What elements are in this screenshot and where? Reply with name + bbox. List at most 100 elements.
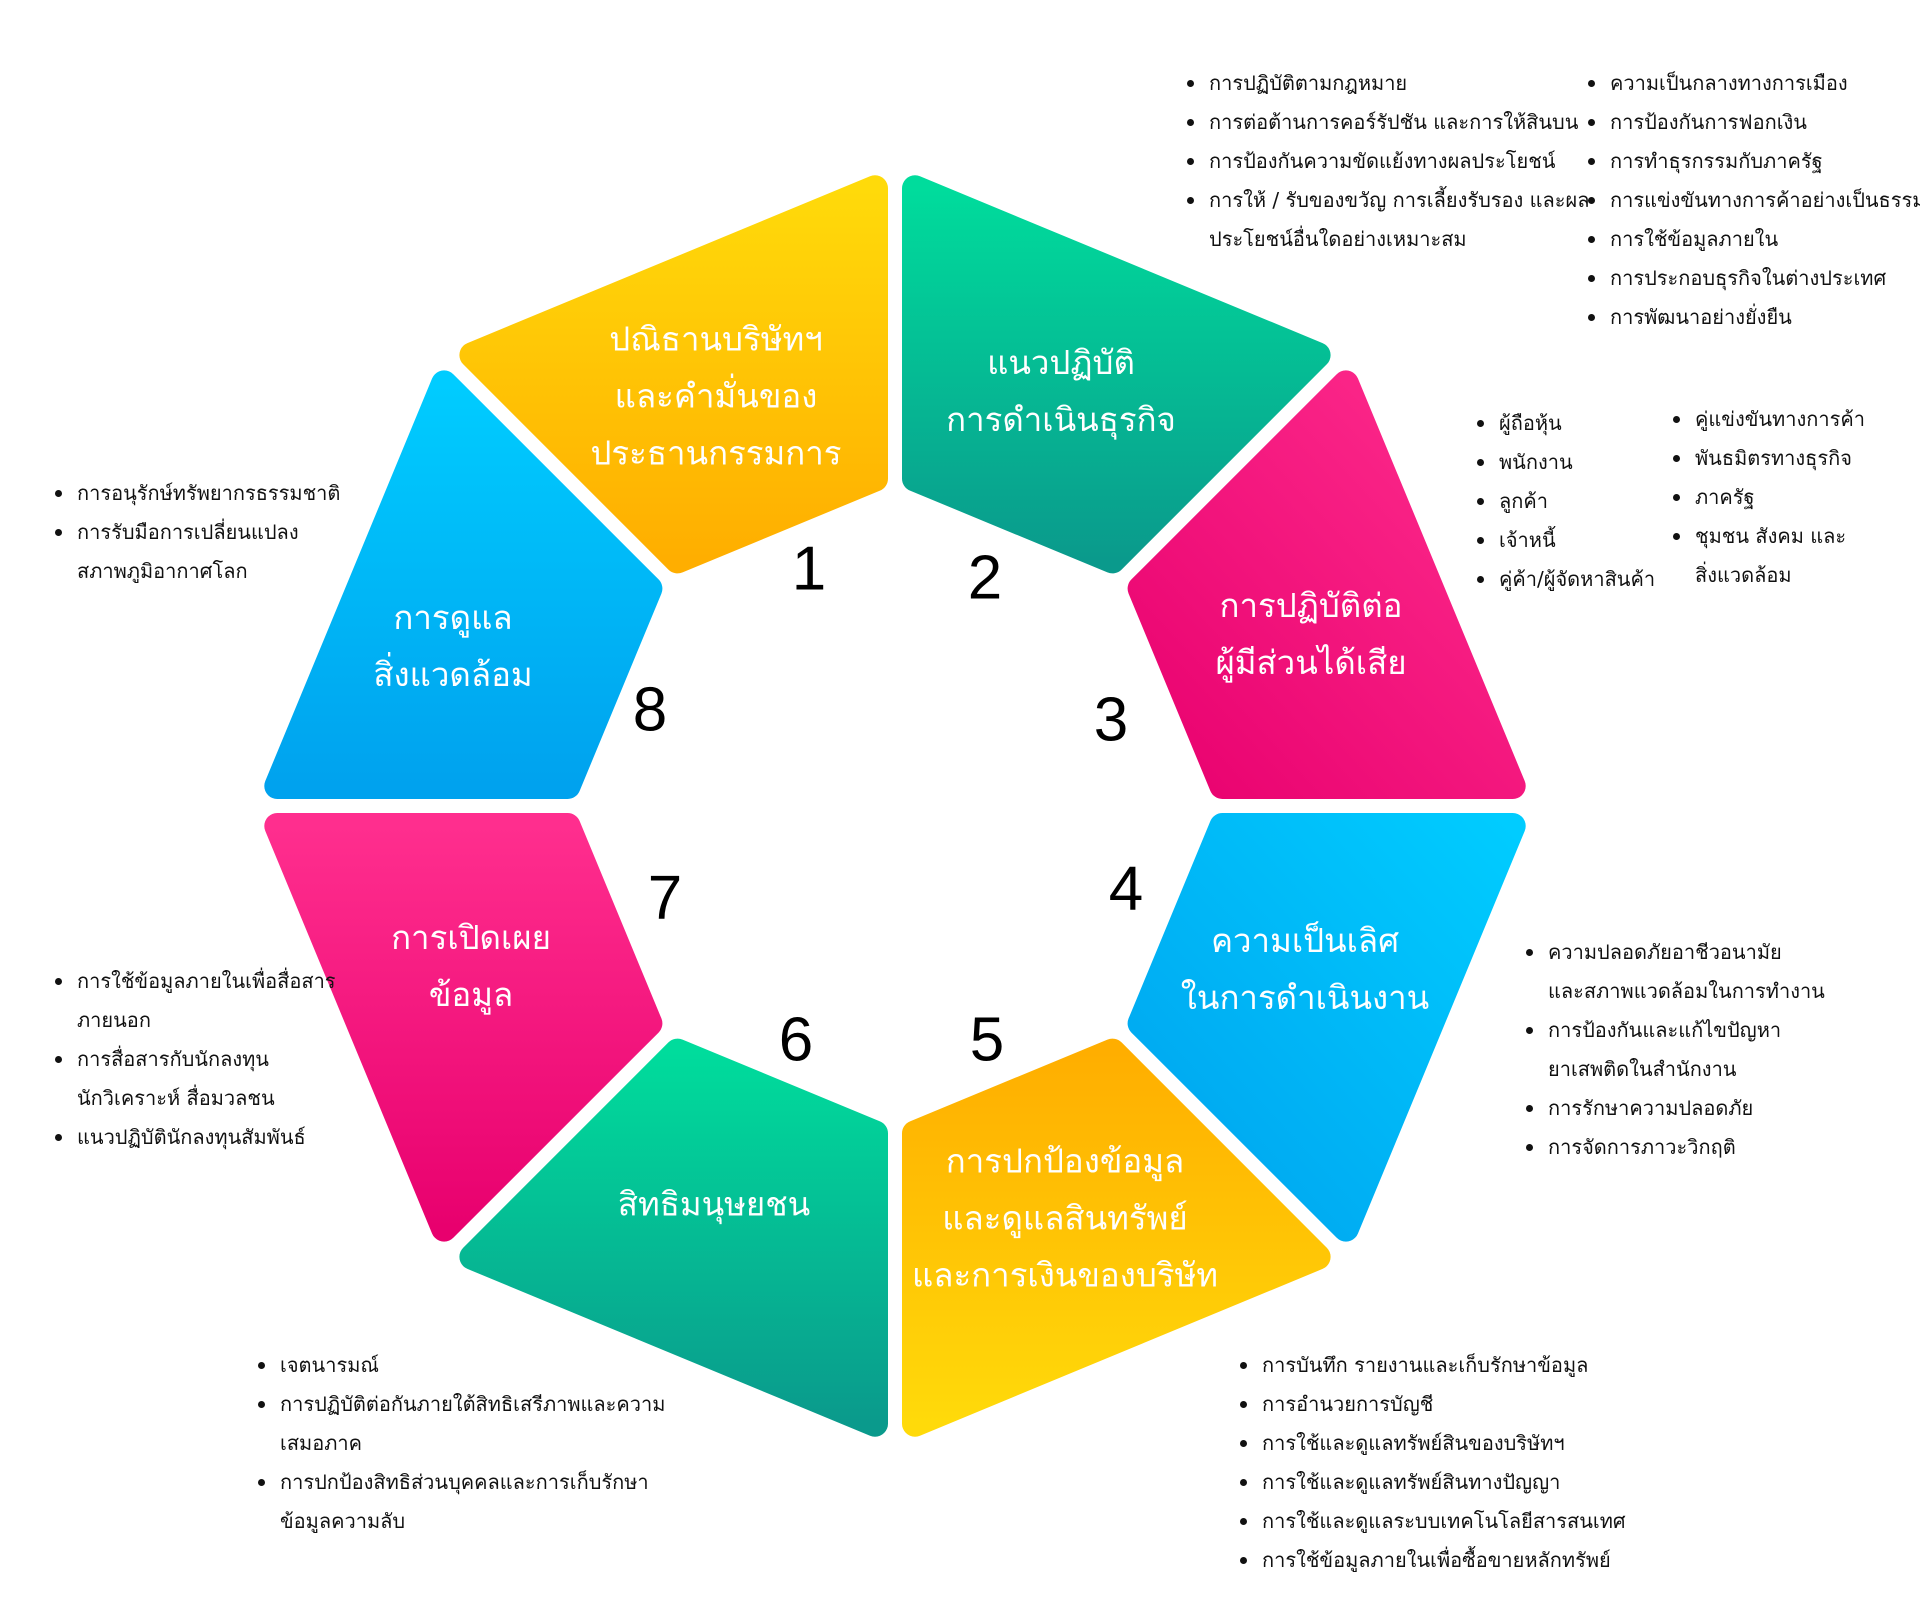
segment-5-label: การปกป้องข้อมูลและดูแลสินทรัพย์และการเงิ… [912,1133,1218,1304]
list-item-text: การปฏิบัติตามกฎหมาย [1209,71,1408,95]
bullet-icon [1526,1144,1533,1151]
bullet-icon [1673,533,1680,540]
segment-1-number: 1 [791,534,827,604]
bullet-icon [1526,1027,1533,1034]
list-item-text: นักวิเคราะห์ สื่อมวลชน [77,1086,275,1110]
bullet-icon [1240,1362,1247,1369]
list-item: การใช้ข้อมูลภายใน [1588,220,1920,259]
list-human-rights: เจตนารมณ์การปฏิบัติต่อกันภายใต้สิทธิเสรี… [258,1346,665,1541]
bullet-icon [1673,416,1680,423]
list-stakeholders-left: ผู้ถือหุ้นพนักงานลูกค้าเจ้าหนี้คู่ค้า/ผู… [1477,404,1655,599]
segment-8-label: การดูแลสิ่งแวดล้อม [373,589,532,703]
list-item-text: พันธมิตรทางธุรกิจ [1695,446,1852,470]
bullet-icon [1240,1440,1247,1447]
bullet-icon [1588,314,1595,321]
bullet-icon [1187,197,1194,204]
list-item: การป้องกันการฟอกเงิน [1588,103,1920,142]
list-item-text: การอำนวยการบัญชี [1262,1392,1434,1416]
segment-label-line: และคำมั่นของ [614,376,818,416]
segment-3-number: 3 [1093,685,1129,755]
list-stakeholders-right: คู่แข่งขันทางการค้าพันธมิตรทางธุรกิจภาคร… [1673,400,1865,595]
list-item: การปฏิบัติตามกฎหมาย [1187,64,1590,103]
list-item-text: ประโยชน์อื่นใดอย่างเหมาะสม [1209,227,1467,251]
segment-label-line: และการเงินของบริษัท [911,1255,1219,1295]
segment-1 [459,175,888,574]
segment-4-label: ความเป็นเลิศในการดำเนินงาน [1181,912,1429,1026]
segment-8 [264,370,663,799]
list-item: คู่ค้า/ผู้จัดหาสินค้า [1477,560,1655,599]
list-item: การอำนวยการบัญชี [1240,1385,1626,1424]
list-item-text: เสมอภาค [280,1431,363,1455]
segment-label-line: การปฏิบัติต่อ [1219,586,1403,625]
list-item: การป้องกันและแก้ไขปัญหายาเสพติดในสำนักงา… [1526,1011,1825,1089]
list-item: การป้องกันความขัดแย้งทางผลประโยชน์ [1187,142,1590,181]
bullet-icon [1526,949,1533,956]
segment-label-line: ประธานกรรมการ [590,433,842,473]
list-item: พันธมิตรทางธุรกิจ [1673,439,1865,478]
list-item-text: การป้องกันและแก้ไขปัญหา [1548,1018,1782,1042]
list-item-text: การบันทึก รายงานและเก็บรักษาข้อมูล [1262,1353,1589,1377]
segment-label-line: ข้อมูล [428,975,514,1014]
bullet-icon [1240,1557,1247,1564]
list-item: พนักงาน [1477,443,1655,482]
list-item-text: สิ่งแวดล้อม [1695,563,1792,587]
list-item-text: ชุมชน สังคม และ [1695,524,1847,548]
list-item: การใช้ข้อมูลภายในเพื่อซื้อขายหลักทรัพย์ [1240,1541,1626,1580]
list-item: การจัดการภาวะวิกฤติ [1526,1128,1825,1167]
segment-label-line: สิทธิมนุษยชน [617,1184,811,1224]
list-item: การรับมือการเปลี่ยนแปลงสภาพภูมิอากาศโลก [55,513,340,591]
list-item-text: การป้องกันการฟอกเงิน [1610,110,1807,134]
segment-2-number: 2 [967,543,1003,613]
segment-7-number: 7 [647,863,683,933]
bullet-icon [258,1401,265,1408]
list-item-text: และสภาพแวดล้อมในการทำงาน [1548,979,1825,1003]
list-item-text: การใช้และดูแลระบบเทคโนโลยีสารสนเทศ [1262,1509,1626,1533]
bullet-icon [1187,80,1194,87]
list-item-text: การอนุรักษ์ทรัพยากรธรรมชาติ [77,481,341,505]
bullet-icon [1240,1518,1247,1525]
list-item-text: การแข่งขันทางการค้าอย่างเป็นธรรม [1610,188,1920,212]
list-item-text: การใช้ข้อมูลภายในเพื่อสื่อสาร [77,969,336,993]
bullet-icon [1588,236,1595,243]
list-item-text: การทำธุรกรรมกับภาครัฐ [1610,149,1823,173]
list-item: การสื่อสารกับนักลงทุนนักวิเคราะห์ สื่อมว… [55,1040,336,1118]
list-item: แนวปฏิบัตินักลงทุนสัมพันธ์ [55,1118,336,1157]
segment-label-line: การปกป้องข้อมูล [945,1141,1185,1181]
list-item-text: การให้ / รับของขวัญ การเลี้ยงรับรอง และผ… [1209,188,1590,212]
list-item: การบันทึก รายงานและเก็บรักษาข้อมูล [1240,1346,1626,1385]
segment-label-line: การดำเนินธุรกิจ [946,400,1176,439]
bullet-icon [1477,576,1484,583]
segment-6-label: สิทธิมนุษยชน [618,1176,810,1233]
bullet-icon [55,978,62,985]
bullet-icon [1477,498,1484,505]
segment-7-label: การเปิดเผยข้อมูล [391,909,551,1023]
segment-5 [902,1038,1331,1437]
list-item-text: ลูกค้า [1499,489,1548,513]
bullet-icon [1477,537,1484,544]
list-item-text: ภายนอก [77,1008,151,1032]
bullet-icon [258,1362,265,1369]
segment-6-number: 6 [778,1005,814,1075]
bullet-icon [1240,1401,1247,1408]
bullet-icon [1673,494,1680,501]
segment-3 [1127,370,1526,799]
bullet-icon [258,1479,265,1486]
list-item-text: เจตนารมณ์ [280,1353,379,1377]
list-item: ชุมชน สังคม และสิ่งแวดล้อม [1673,517,1865,595]
segment-2 [902,175,1331,574]
bullet-icon [1588,197,1595,204]
list-item: การใช้และดูแลทรัพย์สินของบริษัทฯ [1240,1424,1626,1463]
list-item: การต่อต้านการคอร์รัปชัน และการให้สินบน [1187,103,1590,142]
list-item-text: การจัดการภาวะวิกฤติ [1548,1135,1736,1159]
list-item: การรักษาความปลอดภัย [1526,1089,1825,1128]
bullet-icon [1588,275,1595,282]
segment-label-line: การดูแล [393,598,513,637]
list-item: การอนุรักษ์ทรัพยากรธรรมชาติ [55,474,340,513]
list-item-text: การใช้ข้อมูลภายในเพื่อซื้อขายหลักทรัพย์ [1262,1548,1611,1572]
list-item: การใช้และดูแลทรัพย์สินทางปัญญา [1240,1463,1626,1502]
list-item: การปฏิบัติต่อกันภายใต้สิทธิเสรีภาพและควา… [258,1385,665,1463]
bullet-icon [1588,80,1595,87]
bullet-icon [55,1056,62,1063]
list-disclosure: การใช้ข้อมูลภายในเพื่อสื่อสารภายนอกการสื… [55,962,336,1157]
